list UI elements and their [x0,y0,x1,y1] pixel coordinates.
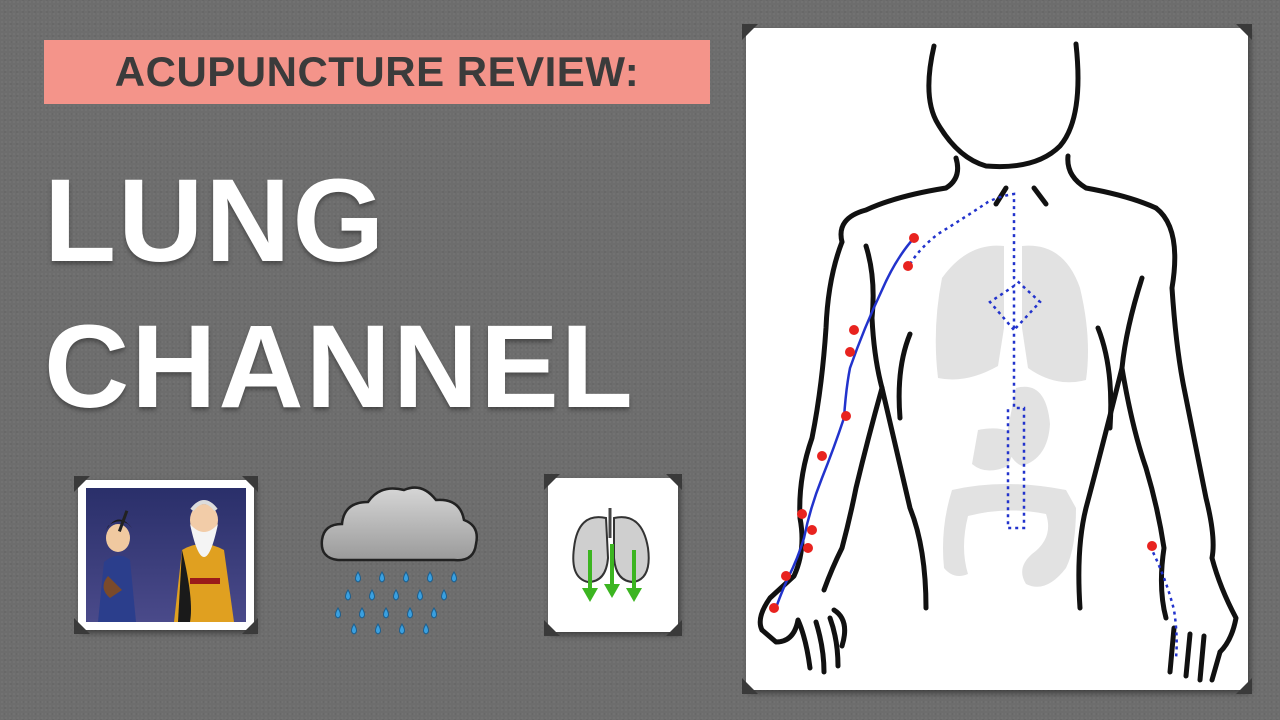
acupoint [1147,541,1157,551]
body-diagram-frame [742,24,1252,694]
acupoint [841,411,851,421]
acupoint [849,325,859,335]
title-line-2: CHANNEL [44,301,635,433]
rain-cloud-icon [320,486,478,635]
channel-arm-line [774,237,915,609]
acupoint [797,509,807,519]
internal-organs [935,245,1088,587]
lungs-photo-frame [544,474,682,636]
title-line-1: LUNG [44,155,387,287]
acupoint [803,543,813,553]
subtitle-banner: ACUPUNCTURE REVIEW: [44,40,710,104]
acupoint [817,451,827,461]
cartoon-characters-image [86,488,246,622]
acupoint [769,603,779,613]
channel-interior-path [908,192,1178,659]
body-outline [757,41,1239,683]
acupoint [781,571,791,581]
lungs-descending-arrows-icon [554,484,672,626]
acupoints [769,233,1157,613]
lung-channel-body-diagram [746,28,1248,690]
acupoint [903,261,913,271]
cartoon-photo-frame [74,476,258,634]
acupoint [909,233,919,243]
acupoint [807,525,817,535]
acupoint [845,347,855,357]
subtitle-text: ACUPUNCTURE REVIEW: [114,48,640,95]
